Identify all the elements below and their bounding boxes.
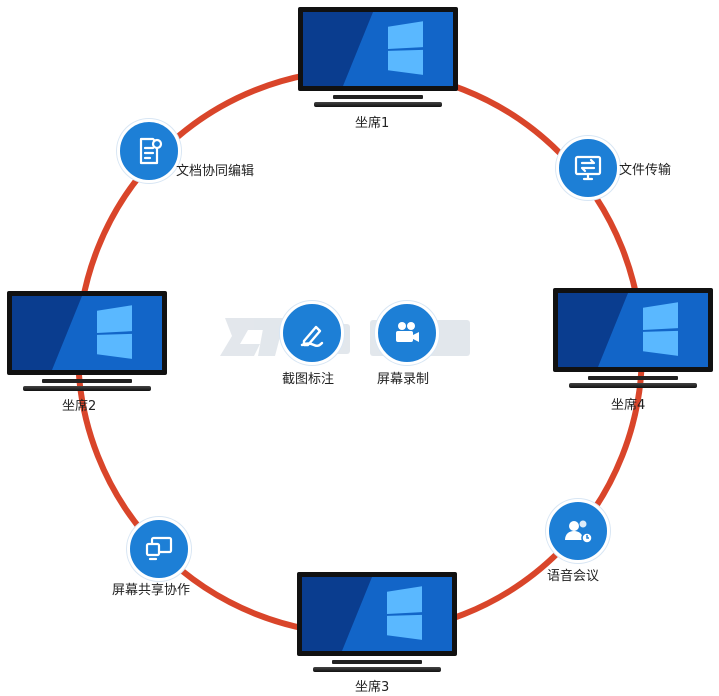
monitor-screen — [297, 572, 457, 656]
feature-label: 屏幕录制 — [377, 372, 430, 387]
document-edit-icon — [117, 119, 181, 183]
monitor-screen — [553, 288, 713, 372]
watermark-logo — [220, 318, 470, 356]
seat-3-monitor — [297, 572, 457, 672]
monitor-screen — [298, 7, 458, 91]
screenshot-annotate-icon — [280, 301, 344, 365]
feature-label: 语音会议 — [547, 569, 600, 584]
screen-record-icon — [375, 301, 439, 365]
feature-label: 屏幕共享协作 — [112, 583, 191, 598]
seat-1-label: 坐席1 — [355, 116, 390, 131]
seat-4-label: 坐席4 — [611, 398, 646, 413]
voice-meeting-icon — [546, 499, 610, 563]
seat-2-monitor — [7, 291, 167, 391]
seat-3-label: 坐席3 — [355, 680, 390, 695]
seat-1-monitor — [298, 7, 458, 107]
feature-label: 文件传输 — [619, 163, 672, 178]
seat-4-monitor — [553, 288, 713, 388]
screen-share-icon — [127, 517, 191, 581]
feature-label: 截图标注 — [282, 372, 335, 387]
monitor-screen — [7, 291, 167, 375]
seat-2-label: 坐席2 — [62, 399, 97, 414]
feature-label: 文档协同编辑 — [176, 164, 255, 179]
file-transfer-icon — [556, 136, 620, 200]
